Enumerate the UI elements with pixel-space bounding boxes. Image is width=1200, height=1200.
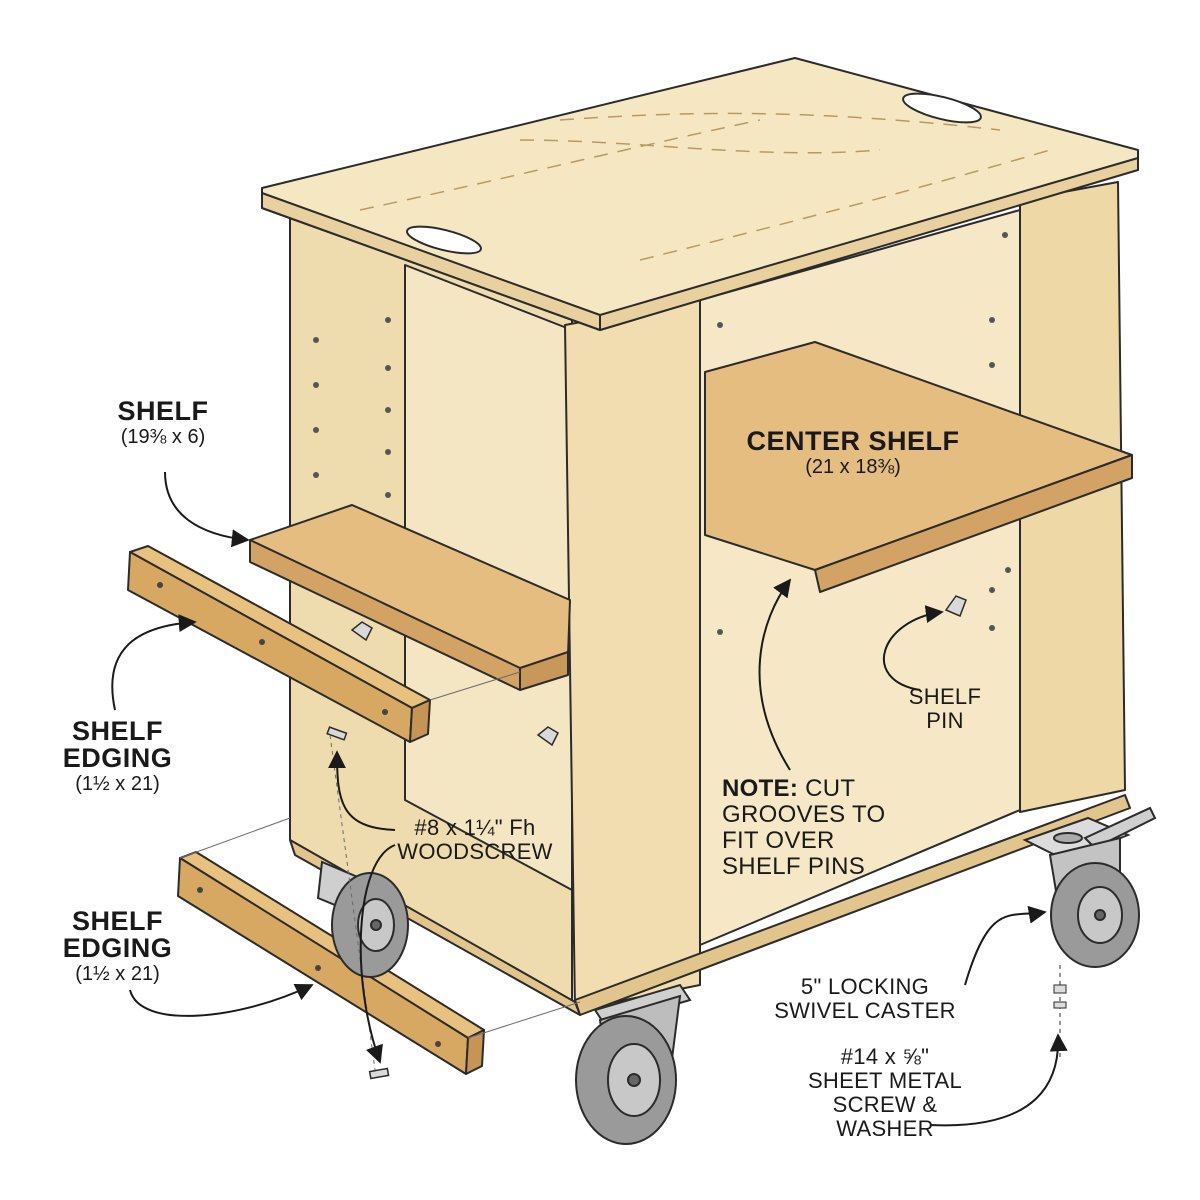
shelf-edging-upper-line1: SHELF [71, 716, 163, 746]
center-shelf [704, 341, 1133, 593]
note-line1: CUT [805, 775, 856, 802]
caster-line1: 5" LOCKING [800, 974, 930, 999]
note-line4: SHELF PINS [722, 853, 866, 880]
note-line2: GROOVES TO [722, 801, 886, 828]
shelf-pin-line2: PIN [926, 708, 964, 733]
shelf-edging-lower-line1: SHELF [71, 906, 163, 936]
pin-holes [313, 232, 1011, 635]
caster-right-detail [1022, 806, 1157, 1060]
leader-arrows [111, 471, 1068, 1127]
center-shelf-label-dims: (21 x 18⅜) [805, 456, 901, 478]
arrow-caster [964, 905, 1047, 986]
woodscrew-line2: WOODSCREW [397, 839, 553, 864]
arrow-sheet-metal-screw [929, 1033, 1068, 1127]
shelf-pins [350, 595, 967, 747]
shelf-edging-upper-dims: (1½ x 21) [75, 773, 160, 795]
note-label: NOTE: CUT GROOVES TO FIT OVER SHELF PINS [722, 776, 912, 880]
shelf-edging-lower-line2: EDGING [62, 933, 173, 963]
caster-line2: SWIVEL CASTER [774, 998, 956, 1023]
caster-front [575, 983, 692, 1145]
shelf-edging-lower-label: SHELF EDGING (1½ x 21) [40, 906, 195, 985]
shelf-label: SHELF (19⅜ x 6) [88, 396, 238, 448]
center-shelf-label: CENTER SHELF (21 x 18⅜) [718, 426, 988, 478]
sheet-metal-screw-label: #14 x ⅝" SHEET METAL SCREW & WASHER [790, 1045, 980, 1141]
lower-edging [177, 851, 485, 1075]
arrow-shelf-pin [882, 605, 944, 691]
caster-label: 5" LOCKING SWIVEL CASTER [765, 975, 965, 1023]
arrow-woodscrew-up [328, 750, 396, 831]
shelf-pin-line1: SHELF [908, 684, 982, 709]
sheet-metal-screw-line3: SCREW & [832, 1092, 938, 1117]
arrow-center-shelf [758, 578, 792, 771]
arrow-shelf [164, 471, 250, 548]
woodscrews [326, 726, 390, 1080]
sheet-metal-screw-line2: SHEET METAL [807, 1068, 963, 1093]
sheet-metal-screw-line1: #14 x ⅝" [840, 1044, 930, 1069]
note-lead: NOTE: [722, 775, 799, 802]
shelf-edging-lower-dims: (1½ x 21) [75, 963, 160, 985]
top-grain [359, 112, 1051, 261]
center-shelf-label-title: CENTER SHELF [746, 426, 960, 456]
woodscrew-label: #8 x 1¼" Fh WOODSCREW [380, 816, 570, 864]
sheet-metal-screw-line4: WASHER [836, 1116, 934, 1141]
arrow-lower-edging [129, 983, 314, 1017]
shelf-edging-upper-label: SHELF EDGING (1½ x 21) [40, 716, 195, 795]
arrow-woodscrew-down [359, 844, 396, 1064]
shelf-edging-upper-line2: EDGING [62, 743, 173, 773]
shelf-label-title: SHELF [117, 396, 209, 426]
left-shelf [249, 504, 571, 691]
woodscrew-line1: #8 x 1¼" Fh [414, 815, 536, 840]
arrow-upper-edging [111, 614, 197, 711]
shelf-label-dims: (19⅜ x 6) [120, 426, 206, 448]
caster-left [316, 860, 409, 978]
note-line3: FIT OVER [722, 827, 835, 854]
shelf-pin-label: SHELF PIN [890, 685, 1000, 733]
